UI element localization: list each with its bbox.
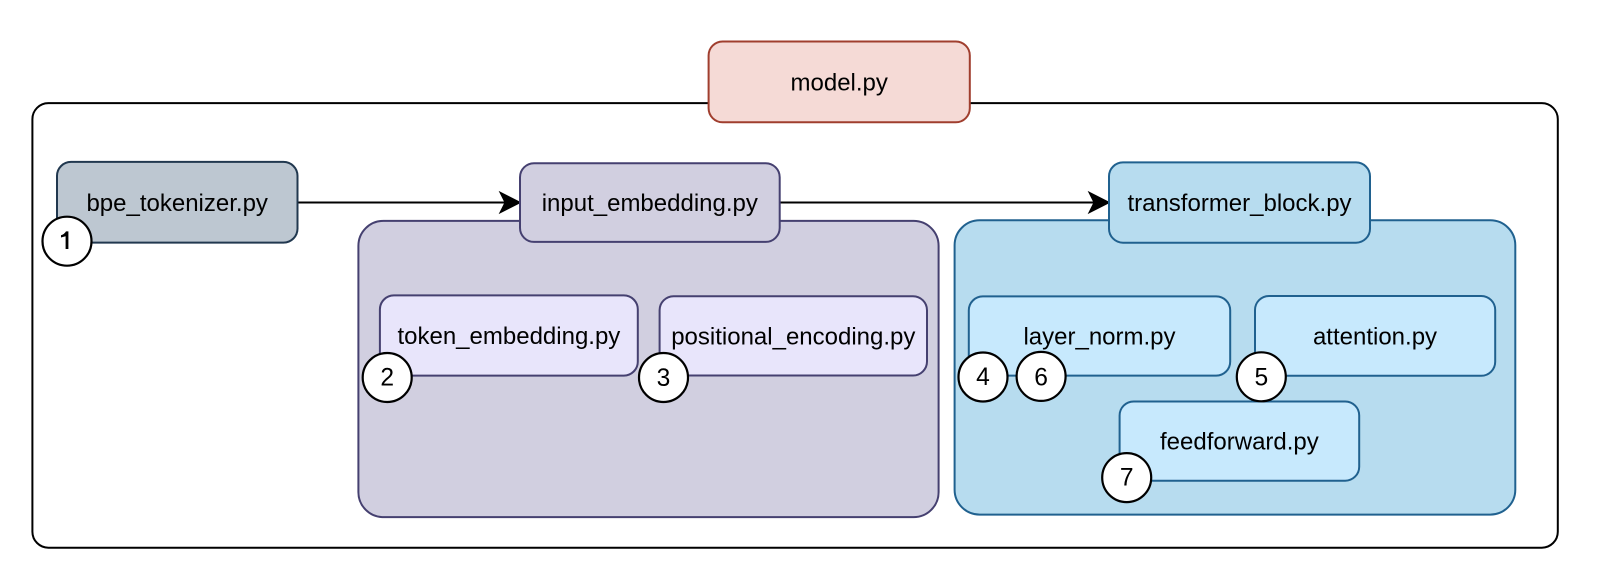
svg-text:6: 6: [1034, 365, 1048, 392]
svg-text:bpe_tokenizer.py: bpe_tokenizer.py: [86, 190, 267, 217]
svg-text:positional_encoding.py: positional_encoding.py: [671, 323, 915, 350]
svg-text:2: 2: [380, 365, 394, 392]
svg-text:3: 3: [657, 365, 671, 392]
svg-text:4: 4: [976, 364, 990, 391]
svg-text:transformer_block.py: transformer_block.py: [1127, 190, 1351, 217]
svg-text:token_embedding.py: token_embedding.py: [397, 323, 620, 350]
svg-text:attention.py: attention.py: [1313, 324, 1437, 351]
svg-text:input_embedding.py: input_embedding.py: [542, 190, 758, 217]
svg-text:7: 7: [1120, 464, 1134, 491]
svg-text:layer_norm.py: layer_norm.py: [1023, 324, 1175, 351]
svg-text:5: 5: [1254, 364, 1268, 391]
svg-text:model.py: model.py: [791, 70, 888, 97]
svg-text:feedforward.py: feedforward.py: [1160, 429, 1319, 456]
